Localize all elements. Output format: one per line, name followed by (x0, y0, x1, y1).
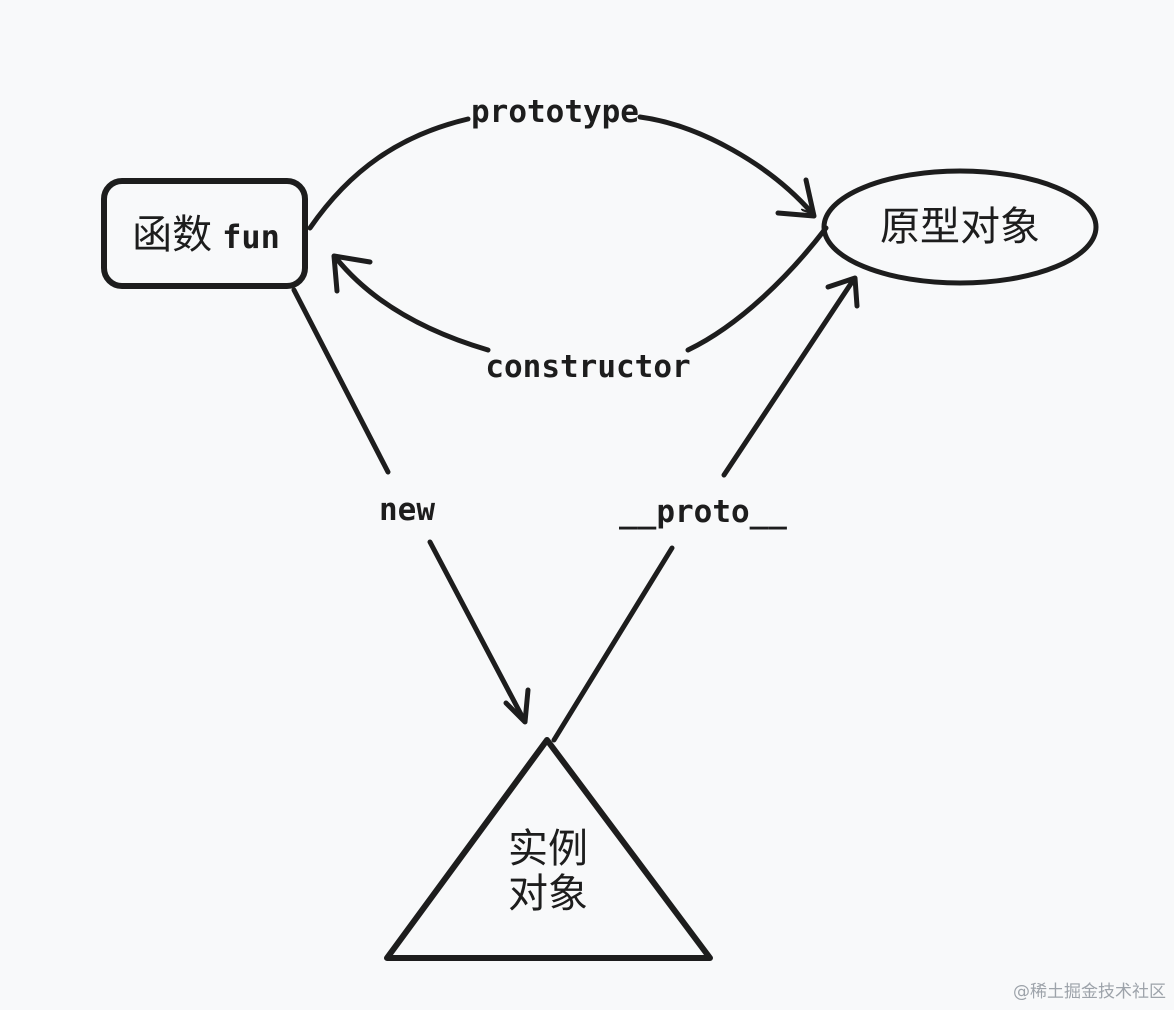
edge-constructor-line-end (333, 255, 491, 353)
arrowhead-new (503, 687, 531, 725)
node-function-label-cn: 函数 (132, 212, 212, 258)
edge-new: new (291, 287, 531, 725)
node-instance-triangle (384, 737, 713, 961)
node-prototype-ellipse (821, 168, 1099, 286)
edge-prototype-line (307, 116, 471, 231)
node-prototype: 原型对象 (821, 168, 1099, 286)
edge-new-line-end (427, 539, 527, 723)
edge-new-line-start (291, 287, 391, 475)
edge-constructor-line (685, 225, 829, 353)
arrowhead-constructor (331, 253, 373, 294)
edge-label-proto: __proto__ (619, 494, 787, 530)
node-instance-label-line1: 实例 (508, 826, 588, 872)
edge-label-new: new (379, 492, 435, 528)
edge-label-constructor: constructor (485, 349, 690, 385)
arrowhead-prototype (775, 177, 817, 219)
watermark-text: @稀土掘金技术社区 (1013, 982, 1166, 1002)
edge-prototype-line-end (637, 114, 815, 216)
edge-proto-line-start (551, 545, 675, 743)
node-prototype-label: 原型对象 (880, 204, 1040, 250)
edge-proto: __proto__ (551, 275, 860, 743)
node-instance: 实例 对象 (384, 737, 713, 961)
node-function-box (101, 178, 308, 289)
arrowhead-proto (825, 275, 860, 309)
edge-prototype: prototype (307, 94, 817, 231)
node-function-label-code: fun (222, 218, 280, 256)
edge-label-prototype: prototype (471, 94, 639, 130)
node-function: 函数 fun (101, 178, 308, 289)
node-instance-label-line2: 对象 (508, 871, 588, 917)
edge-proto-line-end (721, 279, 855, 478)
edge-constructor: constructor (331, 225, 829, 385)
node-function-label: 函数 fun (132, 212, 280, 258)
